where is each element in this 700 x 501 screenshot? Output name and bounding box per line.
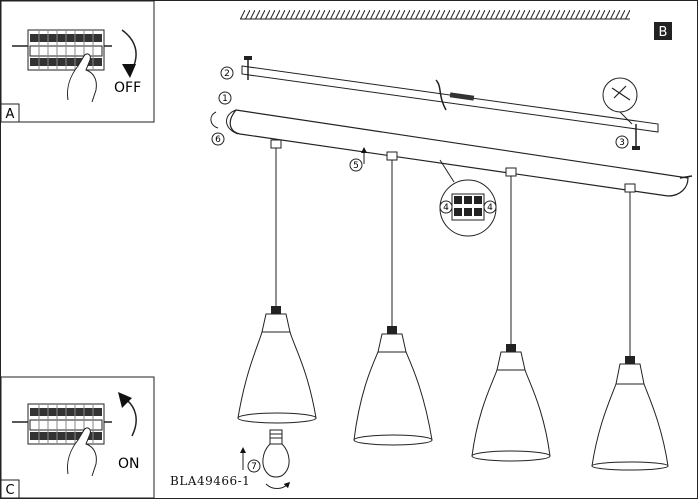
hand-icon bbox=[67, 53, 97, 103]
off-label: OFF bbox=[114, 80, 141, 96]
step-6-number: 6 bbox=[215, 135, 221, 145]
step-4-marker: 4 bbox=[439, 200, 453, 214]
step-4-number: 4 bbox=[443, 203, 449, 213]
screw-icon bbox=[244, 56, 252, 80]
panel-a-letter: A bbox=[6, 107, 15, 122]
mounting-bracket bbox=[241, 65, 659, 133]
panel-b-letter-box bbox=[654, 22, 672, 40]
panel-a-letter-box bbox=[0, 103, 20, 123]
screw-detail-circle bbox=[602, 77, 638, 113]
pendant-lamp-4 bbox=[591, 183, 669, 471]
panel-c-letter: C bbox=[5, 483, 14, 498]
panel-c-border bbox=[0, 376, 155, 499]
model-code: BLA49466-1 bbox=[170, 474, 251, 488]
step-2-marker: 2 bbox=[220, 66, 234, 80]
panel-b: B bbox=[210, 10, 693, 489]
step-3-marker: 3 bbox=[615, 135, 629, 149]
step-1-number: 1 bbox=[222, 94, 228, 104]
ceiling-hatch bbox=[240, 10, 630, 19]
step-5-marker: 5 bbox=[349, 158, 363, 172]
step-4b-number: 4 bbox=[487, 203, 493, 213]
light-bulb-icon bbox=[262, 429, 291, 489]
step-3-number: 3 bbox=[619, 138, 625, 148]
step-7-marker: 7 bbox=[247, 459, 261, 473]
panel-c-letter-box bbox=[0, 479, 20, 499]
step-1-marker: 1 bbox=[218, 91, 232, 105]
breaker-row-on bbox=[12, 403, 112, 445]
panel-a: A OFF bbox=[0, 0, 155, 123]
pendant-lamp-1 bbox=[237, 139, 317, 424]
panel-a-border bbox=[0, 0, 155, 123]
breaker-row-off bbox=[12, 29, 112, 71]
step-4b-marker: 4 bbox=[483, 200, 497, 214]
canopy bbox=[229, 109, 689, 197]
pendant-lamp-3 bbox=[471, 167, 551, 462]
screw-icon-right bbox=[632, 124, 640, 150]
on-label: ON bbox=[118, 456, 140, 472]
step-7-number: 7 bbox=[251, 462, 257, 472]
pendant-lamp-2 bbox=[353, 151, 433, 446]
panel-b-letter: B bbox=[659, 25, 668, 40]
step-6-marker: 6 bbox=[211, 132, 225, 146]
panel-c: C ON bbox=[0, 376, 155, 499]
step-5-number: 5 bbox=[353, 161, 359, 171]
step-2-number: 2 bbox=[224, 69, 230, 79]
ground-wire bbox=[435, 79, 447, 111]
hand-icon-on bbox=[67, 427, 97, 477]
rotate-arrow-icon bbox=[210, 111, 219, 129]
